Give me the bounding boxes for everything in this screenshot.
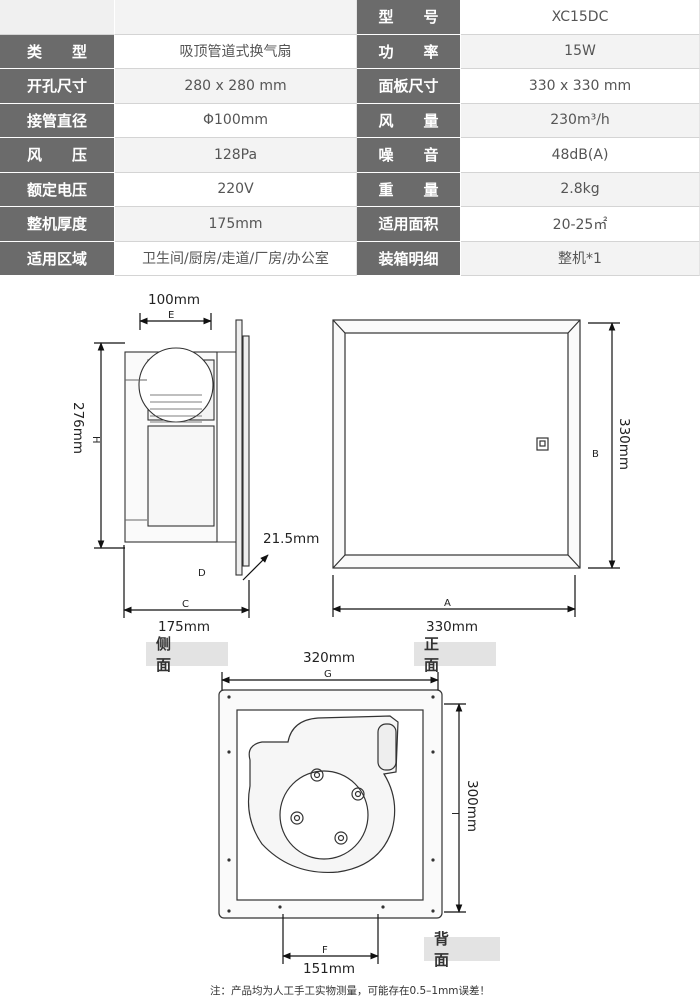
spec-label: 噪 音 bbox=[357, 138, 461, 173]
spec-value: 2.8kg bbox=[461, 172, 700, 207]
spec-label: 适用区域 bbox=[0, 241, 115, 276]
spec-value: XC15DC bbox=[461, 0, 700, 35]
dim-e-value: 100mm bbox=[148, 292, 200, 308]
spec-value: 整机*1 bbox=[461, 241, 700, 276]
spec-value: 280 x 280 mm bbox=[115, 69, 357, 104]
dim-b-value: 330mm bbox=[616, 418, 632, 470]
spec-label: 面板尺寸 bbox=[357, 69, 461, 104]
dim-h-value: 276mm bbox=[70, 402, 86, 454]
dim-b-letter: B bbox=[592, 449, 599, 460]
spec-label: 额定电压 bbox=[0, 172, 115, 207]
spec-label: 风 压 bbox=[0, 138, 115, 173]
dim-f-letter: F bbox=[322, 945, 328, 956]
spec-value: 卫生间/厨房/走道/厂房/办公室 bbox=[115, 241, 357, 276]
spec-value: 330 x 330 mm bbox=[461, 69, 700, 104]
spec-label: 开孔尺寸 bbox=[0, 69, 115, 104]
spec-value bbox=[115, 0, 357, 35]
spec-value: 230m³/h bbox=[461, 103, 700, 138]
dim-d-value: 21.5mm bbox=[263, 531, 319, 547]
spec-label: 功 率 bbox=[357, 34, 461, 69]
back-view-label: 背 面 bbox=[424, 930, 500, 969]
dim-h-letter: H bbox=[90, 436, 101, 444]
back-view-drawing bbox=[218, 689, 443, 919]
spec-label: 重 量 bbox=[357, 172, 461, 207]
dim-g-value: 320mm bbox=[303, 650, 355, 666]
spec-value: 175mm bbox=[115, 207, 357, 242]
dim-i-letter: I bbox=[449, 812, 460, 815]
spec-value: 吸顶管道式换气扇 bbox=[115, 34, 357, 69]
dim-g-letter: G bbox=[324, 669, 332, 680]
dim-a-value: 330mm bbox=[426, 619, 478, 635]
dim-d-letter: D bbox=[198, 568, 206, 579]
spec-label: 装箱明细 bbox=[357, 241, 461, 276]
spec-value: 220V bbox=[115, 172, 357, 207]
dim-a-letter: A bbox=[444, 598, 451, 609]
dim-line-d bbox=[242, 554, 269, 581]
dim-f-value: 151mm bbox=[303, 961, 355, 977]
front-view-label: 正 面 bbox=[414, 635, 496, 674]
mounting-holes bbox=[227, 695, 435, 913]
spec-label: 型 号 bbox=[357, 0, 461, 35]
spec-label: 整机厚度 bbox=[0, 207, 115, 242]
dim-c-letter: C bbox=[182, 599, 189, 610]
dimension-drawings: 100mm E 276mm H 21.5mm D C 175mm A 330mm… bbox=[70, 292, 632, 977]
spec-value: 128Pa bbox=[115, 138, 357, 173]
spec-table: 型 号 XC15DC 类 型 吸顶管道式换气扇 功 率 15W 开孔尺寸 280… bbox=[0, 0, 700, 276]
spec-value: Φ100mm bbox=[115, 103, 357, 138]
spec-label: 适用面积 bbox=[357, 207, 461, 242]
dim-e-letter: E bbox=[168, 310, 174, 321]
spec-label: 类 型 bbox=[0, 34, 115, 69]
dim-i-value: 300mm bbox=[464, 780, 480, 832]
spec-value: 48dB(A) bbox=[461, 138, 700, 173]
spec-value: 20-25㎡ bbox=[461, 207, 700, 242]
side-view-label: 侧 面 bbox=[146, 635, 228, 674]
footnote: 注：产品均为人工手工实物测量，可能存在0.5–1mm误差！ bbox=[209, 985, 491, 997]
side-view-drawing bbox=[124, 319, 250, 576]
spec-value: 15W bbox=[461, 34, 700, 69]
spec-label bbox=[0, 0, 115, 35]
spec-label: 风 量 bbox=[357, 103, 461, 138]
dim-c-value: 175mm bbox=[158, 619, 210, 635]
spec-label: 接管直径 bbox=[0, 103, 115, 138]
front-view-drawing bbox=[332, 319, 581, 569]
